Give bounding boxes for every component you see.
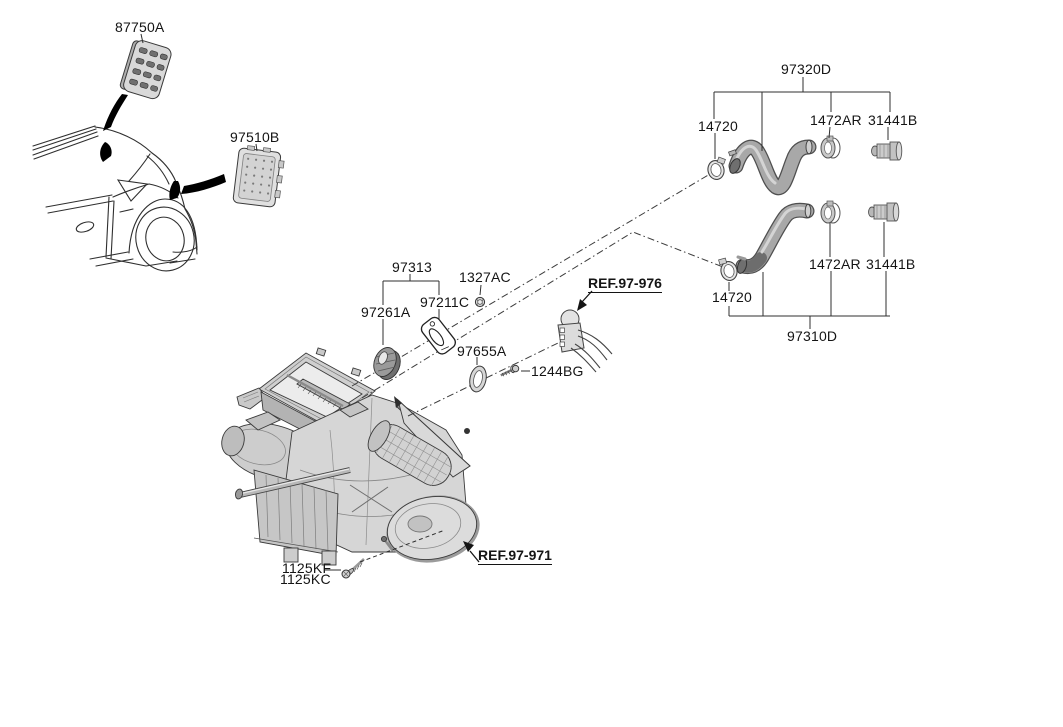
nut-1327AC[interactable] bbox=[474, 296, 486, 308]
fitting-31441B-bottom[interactable] bbox=[868, 202, 900, 222]
clamp-14720-top[interactable] bbox=[706, 156, 726, 181]
part-label-97510B[interactable]: 97510B bbox=[230, 129, 280, 145]
ref-callout-97-971[interactable]: REF.97-971 bbox=[478, 547, 552, 565]
part-label-97655A[interactable]: 97655A bbox=[457, 343, 507, 359]
part-label-97211C[interactable]: 97211C bbox=[420, 294, 470, 310]
part-label-97313[interactable]: 97313 bbox=[392, 259, 432, 275]
tube-bracket-ref-97-976[interactable] bbox=[557, 309, 613, 373]
part-label-14720-bottom[interactable]: 14720 bbox=[712, 289, 752, 305]
ref-arrow-97-971 bbox=[463, 541, 480, 563]
part-label-1244BG[interactable]: 1244BG bbox=[531, 363, 584, 379]
pointer-arrow-87750A bbox=[100, 94, 128, 162]
clamp-1472AR-top[interactable] bbox=[820, 135, 841, 159]
part-label-31441B-bottom[interactable]: 31441B bbox=[866, 256, 916, 272]
heater-unit-assembly bbox=[221, 347, 480, 566]
vent-grille-87750A[interactable] bbox=[119, 38, 173, 100]
part-label-1125KF[interactable]: 1125KF bbox=[282, 560, 332, 576]
construction-lines bbox=[351, 173, 724, 417]
leader-lines bbox=[140, 33, 530, 571]
hose-97320D[interactable] bbox=[728, 139, 817, 196]
part-label-1125KC[interactable]: 1125KC bbox=[280, 571, 331, 587]
clamp-1472AR-bottom[interactable] bbox=[820, 200, 841, 224]
car-illustration bbox=[32, 125, 198, 272]
pointer-arrow-97510B bbox=[169, 174, 226, 200]
part-label-97310D[interactable]: 97310D bbox=[787, 328, 838, 344]
fitting-31441B-top[interactable] bbox=[871, 141, 903, 161]
part-label-97261A[interactable]: 97261A bbox=[361, 304, 411, 320]
part-label-87750A[interactable]: 87750A bbox=[115, 19, 165, 35]
part-label-1327AC[interactable]: 1327AC bbox=[459, 269, 511, 285]
ref-arrow-97-976 bbox=[577, 290, 593, 311]
ring-97655A[interactable] bbox=[467, 365, 488, 394]
bracket-lines bbox=[713, 77, 891, 329]
screw-1244BG[interactable] bbox=[499, 364, 520, 377]
part-label-14720-top[interactable]: 14720 bbox=[698, 118, 738, 134]
part-label-97320D[interactable]: 97320D bbox=[781, 61, 832, 77]
part-label-31441B-top[interactable]: 31441B bbox=[868, 112, 918, 128]
plate-97211C[interactable] bbox=[419, 315, 458, 356]
vent-grille-97510B[interactable] bbox=[232, 145, 286, 208]
part-label-1472AR-bottom[interactable]: 1472AR bbox=[809, 256, 861, 272]
clamp-14720-bottom[interactable] bbox=[718, 257, 739, 282]
ref-callout-97-976[interactable]: REF.97-976 bbox=[588, 275, 662, 293]
part-label-1472AR-top[interactable]: 1472AR bbox=[810, 112, 862, 128]
grommet-97261A[interactable] bbox=[370, 344, 405, 383]
hose-97310D[interactable] bbox=[735, 202, 815, 275]
